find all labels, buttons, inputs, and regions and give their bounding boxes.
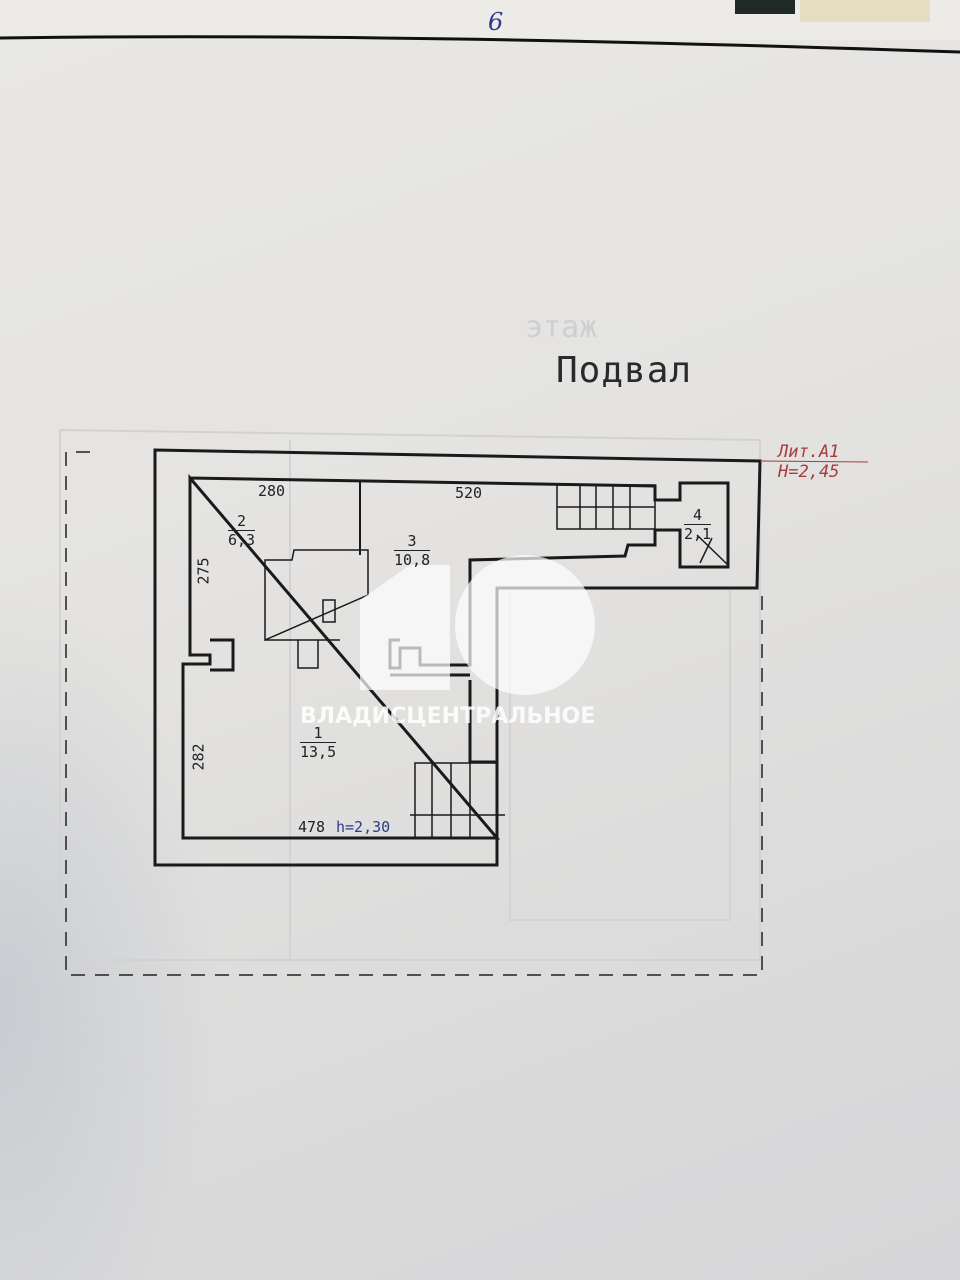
- dim-top-left: 280: [258, 482, 286, 500]
- plan-title: Подвал: [556, 350, 693, 391]
- background-photo-fragment: [735, 0, 795, 14]
- dim-left-lower: 282: [189, 743, 208, 771]
- room-3: 3 10,8: [394, 532, 431, 569]
- dim-bottom-height: h=2,30: [336, 818, 391, 836]
- background-paper-fragment: [800, 0, 930, 22]
- stairs-lower: [410, 762, 505, 839]
- watermark-logo: [360, 555, 595, 695]
- dim-left-upper: 275: [194, 557, 213, 585]
- room-4: 4 2,1: [684, 506, 712, 543]
- room-number: 4: [684, 506, 712, 525]
- kitchen-block: [264, 549, 369, 669]
- room-1: 1 13,5: [300, 724, 337, 761]
- room-area: 10,8: [394, 551, 431, 569]
- dim-top-right: 520: [455, 484, 483, 502]
- ghost-text: этаж: [525, 310, 598, 345]
- page-number: 6: [488, 8, 504, 36]
- room-area: 6,3: [228, 531, 256, 549]
- page-top-line: [0, 35, 960, 54]
- stove-icon: [322, 599, 336, 623]
- dashed-outline: [65, 451, 763, 976]
- inner-wall: [181, 473, 730, 840]
- dim-bottom: 478: [298, 818, 326, 836]
- ghost-plan: [59, 428, 761, 961]
- left-notch: [210, 638, 235, 672]
- room-number: 2: [228, 512, 256, 531]
- room-area: 13,5: [300, 743, 337, 761]
- lit-underline: [759, 460, 869, 463]
- lit-name: Лит.А1: [778, 442, 840, 462]
- stairs-upper: [556, 484, 656, 530]
- lit-label: Лит.А1 Н=2,45: [778, 442, 839, 482]
- room-number: 3: [394, 532, 431, 551]
- lit-height: Н=2,45: [778, 462, 840, 482]
- room-number: 1: [300, 724, 337, 743]
- room-4-cross-icon: [696, 534, 729, 566]
- room-area: 2,1: [684, 525, 712, 543]
- watermark-text: ВЛАДИСЦЕНТРАЛЬНОЕ: [300, 704, 596, 729]
- room-2: 2 6,3: [228, 512, 256, 549]
